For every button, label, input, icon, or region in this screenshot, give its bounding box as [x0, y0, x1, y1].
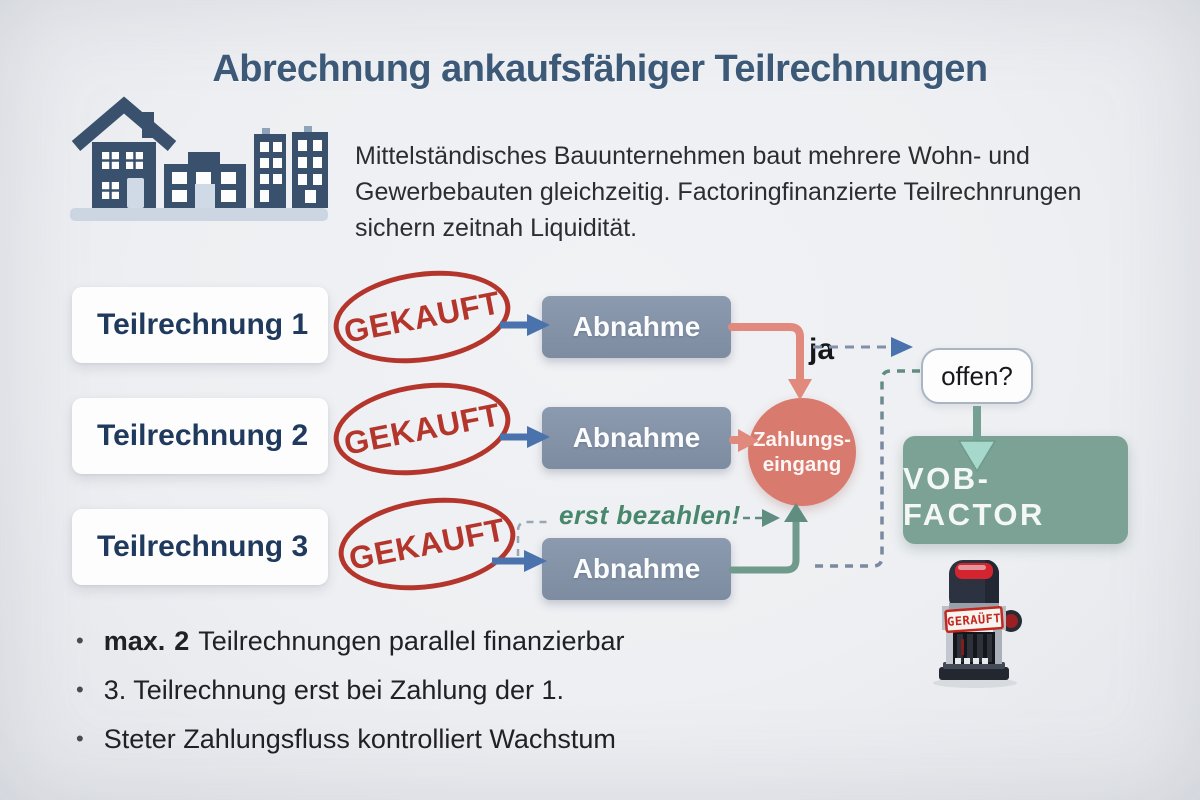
gekauft-stamp-3: GEKAUFT — [332, 487, 522, 601]
stamp-3d-label: GERAÜFT — [947, 610, 1002, 629]
invoice-card-3: Teilrechnung 3 — [72, 509, 328, 585]
page-title: Abrechnung ankaufsfähiger Teilrechnungen — [212, 48, 988, 90]
list-item: • max. 2 Teilrechnungen parallel finanzi… — [76, 626, 625, 658]
open-question-label: offen? — [941, 360, 1013, 391]
gekauft-stamp-1: GEKAUFT — [327, 260, 517, 374]
payment-node: Zahlungs- eingang — [748, 398, 856, 506]
invoice-label: Teilrechnung 1 — [97, 308, 309, 341]
intro-text: Mittelständisches Bauunternehmen baut me… — [355, 142, 1082, 242]
stamp-text: GEKAUFT — [340, 395, 503, 462]
connector-salmon-row1 — [728, 323, 812, 400]
abnahme-label: Abnahme — [572, 311, 701, 342]
bullet-dot: • — [76, 628, 84, 653]
wait-note: erst bezahlen! — [559, 500, 741, 530]
dashed-arrow-wait-note — [743, 509, 780, 527]
invoice-card-1: Teilrechnung 1 — [72, 287, 328, 363]
invoice-card-2: Teilrechnung 2 — [72, 398, 328, 474]
abnahme-label: Abnahme — [572, 553, 701, 584]
open-question-bubble: offen? — [921, 348, 1033, 404]
self-inking-stamp-icon: GERAÜFT — [933, 560, 1022, 688]
gekauft-stamp-2: GEKAUFT — [327, 372, 517, 486]
bullet-bold: max. — [103, 626, 166, 656]
summary-list: • max. 2 Teilrechnungen parallel finanzi… — [76, 626, 625, 756]
bullet-text: Teilrechnungen parallel finanzierbar — [198, 626, 625, 656]
payment-node-line1: Zahlungs- — [753, 428, 851, 451]
abnahme-label: Abnahme — [572, 422, 701, 453]
invoice-label: Teilrechnung 2 — [97, 419, 309, 452]
payment-node-line2: eingang — [762, 453, 842, 476]
abnahme-box-2: Abnahme — [542, 407, 731, 469]
bullet-dot: • — [76, 677, 84, 702]
bullet-number: 2 — [174, 626, 190, 656]
buildings-icon — [70, 96, 328, 221]
connector-green-row3 — [728, 503, 808, 574]
vob-factor-label: VOB-FACTOR — [903, 461, 1045, 532]
list-item: • 3. Teilrechnung erst bei Zahlung der 1… — [76, 675, 625, 707]
list-item: • Steter Zahlungsfluss kontrolliert Wach… — [76, 724, 625, 756]
invoice-label: Teilrechnung 3 — [97, 530, 309, 563]
stamp-text: GEKAUFT — [340, 283, 503, 350]
vob-factor-box: VOB-FACTOR — [903, 436, 1128, 544]
bullet-text: 3. Teilrechnung erst bei Zahlung der 1. — [103, 675, 564, 705]
yes-label: ja — [809, 333, 835, 366]
bullet-text: Steter Zahlungsfluss kontrolliert Wachst… — [103, 724, 616, 754]
stamp-text: GEKAUFT — [345, 510, 508, 577]
bullet-dot: • — [76, 726, 84, 751]
abnahme-box-3: Abnahme — [542, 538, 731, 600]
abnahme-box-1: Abnahme — [542, 296, 731, 358]
